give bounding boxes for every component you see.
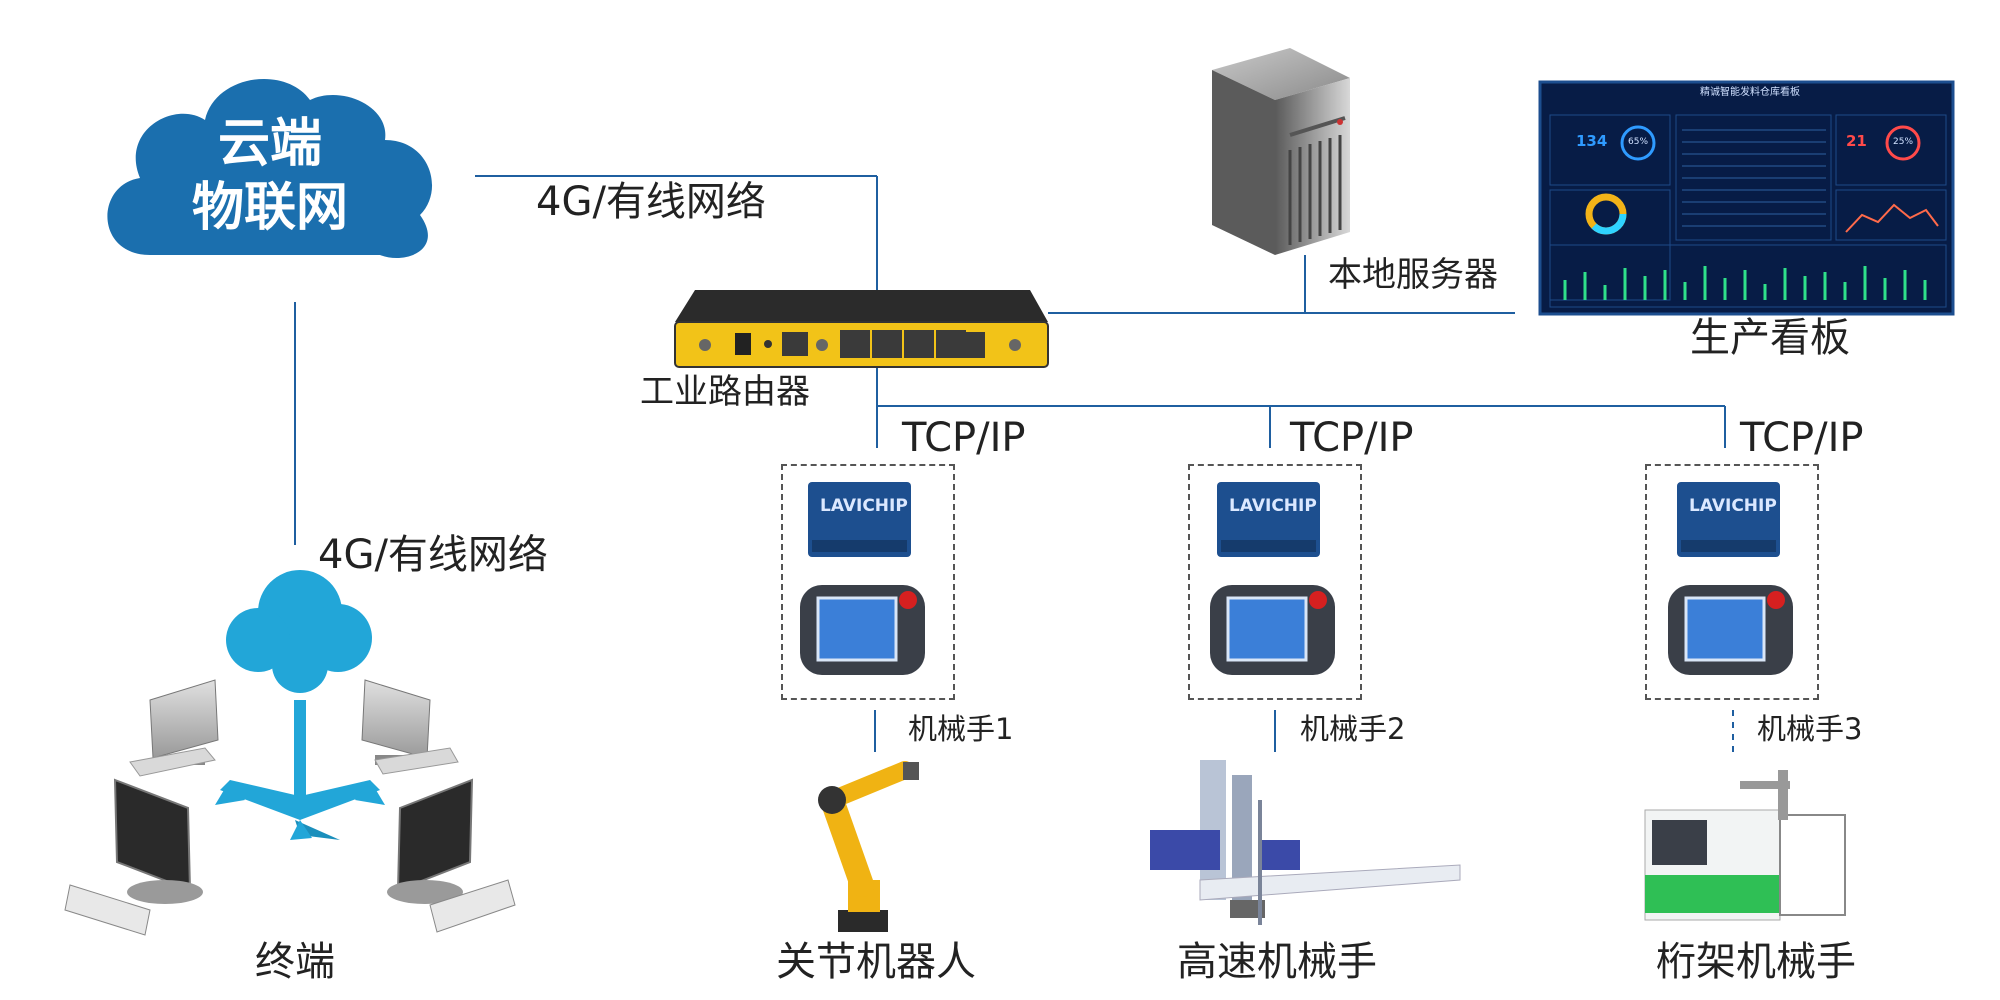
router-label: 工业路由器 bbox=[640, 372, 810, 412]
computer-icon-4 bbox=[387, 778, 516, 933]
gantry-manipulator-icon bbox=[1644, 770, 1846, 921]
network-label-top: 4G/有线网络 bbox=[536, 179, 766, 225]
high-speed-manipulator-icon bbox=[1150, 760, 1461, 925]
router-icon bbox=[674, 290, 1049, 368]
joint-robot-icon bbox=[818, 761, 919, 932]
server-icon bbox=[1212, 48, 1350, 255]
device-label-3: 桁架机械手 bbox=[1656, 939, 1856, 985]
network-label-left: 4G/有线网络 bbox=[318, 532, 548, 578]
terminal-network-icon bbox=[215, 570, 385, 840]
dashboard-label: 生产看板 bbox=[1690, 315, 1850, 361]
device-label-1: 关节机器人 bbox=[776, 939, 976, 985]
connection-lines bbox=[294, 175, 1734, 752]
cloud-icon bbox=[107, 78, 433, 259]
cloud-label: 云端 物联网 bbox=[100, 112, 440, 240]
dashboard-stat-1-pct: 65% bbox=[1628, 137, 1649, 147]
cloud-label-line2: 物联网 bbox=[191, 178, 348, 238]
computer-icon-1 bbox=[129, 679, 219, 777]
dashboard-screen bbox=[1538, 80, 1955, 316]
computer-icon-2 bbox=[361, 679, 459, 775]
dashboard-title: 精诚智能发料仓库看板 bbox=[1700, 87, 1800, 98]
computer-icon-3 bbox=[64, 778, 203, 936]
controller-unit-2-graphic bbox=[1210, 482, 1335, 675]
controller-unit-3-graphic bbox=[1668, 482, 1793, 675]
controller-box-1 bbox=[781, 464, 955, 700]
controller-label-2: 机械手2 bbox=[1300, 712, 1406, 746]
dashboard-stat-2: 21 bbox=[1846, 132, 1867, 150]
controller-label-3: 机械手3 bbox=[1757, 712, 1863, 746]
dashboard-stat-1: 134 bbox=[1576, 132, 1608, 150]
gateway-brand-1: LAVICHIP bbox=[820, 496, 908, 516]
terminal-label: 终端 bbox=[255, 939, 335, 985]
controller-box-3 bbox=[1645, 464, 1819, 700]
gateway-brand-3: LAVICHIP bbox=[1689, 496, 1777, 516]
controller-label-1: 机械手1 bbox=[908, 712, 1014, 746]
controller-box-2 bbox=[1188, 464, 1362, 700]
server-label: 本地服务器 bbox=[1328, 255, 1498, 295]
dashboard-stat-2-pct: 25% bbox=[1893, 137, 1914, 147]
controller-unit-1-graphic bbox=[800, 482, 925, 675]
device-label-2: 高速机械手 bbox=[1177, 939, 1377, 985]
gateway-brand-2: LAVICHIP bbox=[1229, 496, 1317, 516]
tcp-label-2: TCP/IP bbox=[1290, 415, 1414, 461]
tcp-label-1: TCP/IP bbox=[902, 415, 1026, 461]
cloud-label-line1: 云端 bbox=[217, 114, 322, 174]
tcp-label-3: TCP/IP bbox=[1740, 415, 1864, 461]
